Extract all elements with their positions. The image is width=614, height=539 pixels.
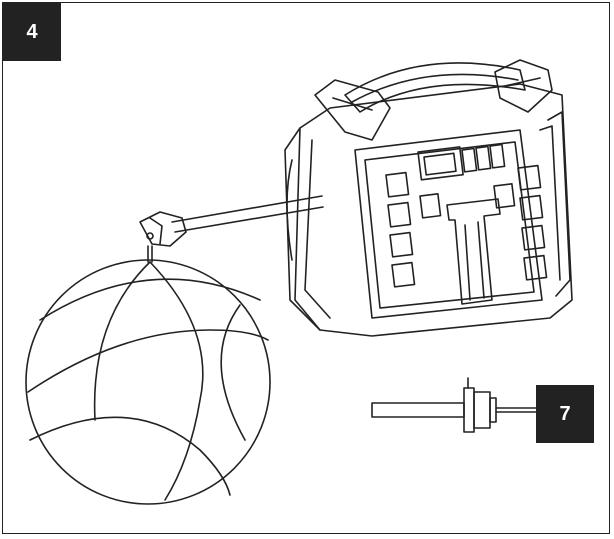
part-callout-badge: 7 xyxy=(536,385,594,443)
basketball-icon xyxy=(25,259,271,505)
inflation-needle-icon xyxy=(371,377,537,433)
figure-frame xyxy=(2,2,610,534)
hose-icon xyxy=(139,195,324,263)
step-number-badge: 4 xyxy=(3,3,61,61)
compressor-icon xyxy=(284,59,573,337)
